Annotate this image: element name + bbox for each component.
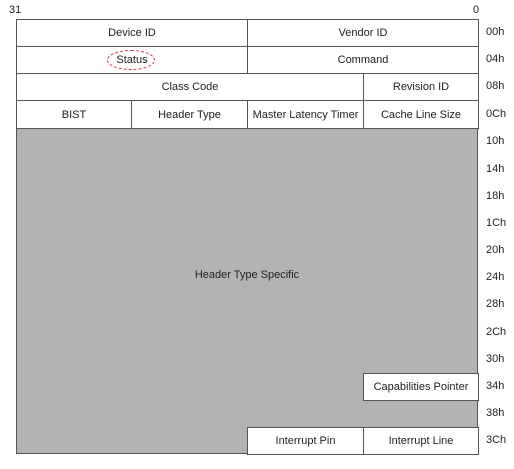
vendor-id-label: Vendor ID xyxy=(338,27,388,39)
revision-id-label: Revision ID xyxy=(392,81,450,93)
interrupt-line-field: Interrupt Line xyxy=(363,427,479,455)
device-id-label: Device ID xyxy=(108,27,156,39)
offset-00h: 00h xyxy=(486,26,505,38)
master-latency-timer-label: Master Latency Timer xyxy=(252,108,359,121)
header-type-field: Header Type xyxy=(131,100,248,129)
offset-18h: 18h xyxy=(486,190,505,202)
status-field: Status xyxy=(16,46,248,74)
capabilities-pointer-label: Capabilities Pointer xyxy=(373,381,469,393)
offset-0ch: 0Ch xyxy=(486,108,507,120)
capabilities-pointer-field: Capabilities Pointer xyxy=(363,373,479,401)
status-dashed-ellipse xyxy=(107,50,156,70)
offset-14h: 14h xyxy=(486,163,505,175)
device-id-field: Device ID xyxy=(16,19,248,47)
offset-28h: 28h xyxy=(486,298,505,310)
interrupt-pin-field: Interrupt Pin xyxy=(247,427,364,455)
class-code-field: Class Code xyxy=(16,73,364,101)
offset-1ch: 1Ch xyxy=(486,217,507,229)
offset-08h: 08h xyxy=(486,80,505,92)
bist-label: BIST xyxy=(61,108,87,121)
interrupt-line-label: Interrupt Line xyxy=(388,435,454,447)
vendor-id-field: Vendor ID xyxy=(247,19,479,47)
status-highlight: Status xyxy=(107,50,156,70)
offset-34h: 34h xyxy=(486,380,505,392)
offset-10h: 10h xyxy=(486,135,505,147)
revision-id-field: Revision ID xyxy=(363,73,479,101)
master-latency-timer-field: Master Latency Timer xyxy=(247,100,364,129)
cache-line-size-field: Cache Line Size xyxy=(363,100,479,129)
offset-38h: 38h xyxy=(486,407,505,419)
header-type-specific-region: Header Type Specific xyxy=(16,128,478,454)
command-label: Command xyxy=(337,54,389,66)
header-type-specific-label: Header Type Specific xyxy=(194,269,300,281)
interrupt-pin-label: Interrupt Pin xyxy=(275,435,336,447)
offset-20h: 20h xyxy=(486,244,505,256)
offset-04h: 04h xyxy=(486,53,505,65)
header-type-label: Header Type xyxy=(158,108,221,121)
offset-2ch: 2Ch xyxy=(486,326,507,338)
command-field: Command xyxy=(247,46,479,74)
bist-field: BIST xyxy=(16,100,132,129)
cache-line-size-label: Cache Line Size xyxy=(380,108,462,121)
offset-3ch: 3Ch xyxy=(486,434,507,446)
offset-30h: 30h xyxy=(486,353,505,365)
bit-0-label: 0 xyxy=(473,4,480,16)
offset-24h: 24h xyxy=(486,271,505,283)
class-code-label: Class Code xyxy=(161,81,219,93)
bit-31-label: 31 xyxy=(9,4,22,16)
